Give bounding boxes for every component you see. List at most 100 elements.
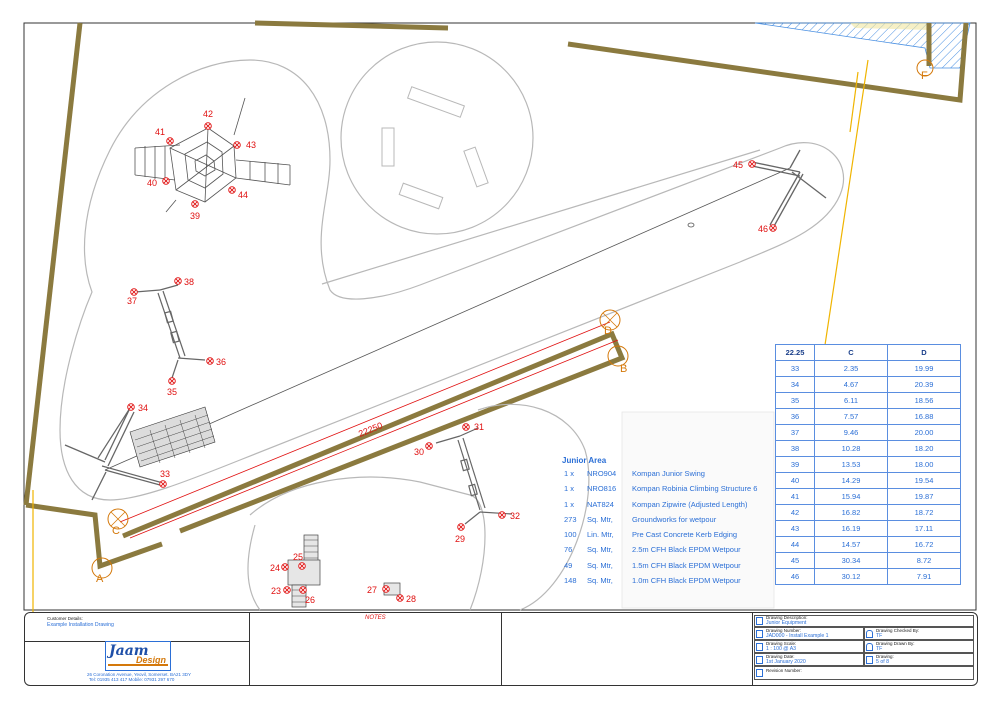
equipment-unit: NAT824 xyxy=(587,499,614,509)
desc-label: Drawing Description: xyxy=(766,615,808,620)
coordinate-table-header: 22.25 C D xyxy=(775,344,961,361)
point-label-31: 31 xyxy=(474,422,484,432)
divider-3 xyxy=(752,613,753,685)
drawing-frame xyxy=(23,22,977,611)
ref-label-F: F xyxy=(921,70,928,82)
point-label-26: 26 xyxy=(305,595,315,605)
distance-d-cell: 16.72 xyxy=(887,536,961,553)
point-ref-cell: 38 xyxy=(775,440,815,457)
sheet-icon xyxy=(866,656,873,664)
ref-label-D: D xyxy=(604,325,612,337)
checked-value: TF xyxy=(876,633,883,639)
drawn-label: Drawing Drawn By: xyxy=(876,641,915,646)
equipment-desc: 1.5m CFH Black EPDM Wetpour xyxy=(632,560,741,570)
document-icon xyxy=(756,617,763,625)
company-phone: Tel: 01935 413 417 Mobile: 07931 297 670 xyxy=(89,677,175,682)
distance-c-cell: 7.57 xyxy=(814,408,888,425)
point-label-34: 34 xyxy=(138,403,148,413)
equipment-desc: 2.5m CFH Black EPDM Wetpour xyxy=(632,545,741,555)
point-label-37: 37 xyxy=(127,296,137,306)
equipment-unit: Sq. Mtr, xyxy=(587,545,613,555)
hatched-area xyxy=(754,22,971,69)
distance-c-cell: 14.57 xyxy=(814,536,888,553)
sight-lines xyxy=(32,59,869,612)
point-ref-cell: 39 xyxy=(775,456,815,473)
zipwire-end-frame xyxy=(751,149,827,229)
point-label-35: 35 xyxy=(167,387,177,397)
equipment-desc: Groundworks for wetpour xyxy=(632,514,717,524)
point-label-43: 43 xyxy=(246,140,256,150)
header-d: D xyxy=(887,344,961,361)
customer-name: Example Installation Drawing xyxy=(47,622,114,628)
point-label-29: 29 xyxy=(455,534,465,544)
number-label: Drawing Number: xyxy=(766,628,802,633)
point-label-40: 40 xyxy=(147,178,157,188)
logo-main: Jaam xyxy=(109,643,149,659)
point-label-28: 28 xyxy=(406,594,416,604)
zipwire-platform xyxy=(129,406,216,468)
point-ref-cell: 33 xyxy=(775,360,815,377)
point-ref-cell: 42 xyxy=(775,504,815,521)
header-c: C xyxy=(814,344,888,361)
point-ref-cell: 41 xyxy=(775,488,815,505)
point-label-25: 25 xyxy=(293,552,303,562)
ref-circles xyxy=(91,59,934,579)
distance-d-cell: 20.39 xyxy=(887,376,961,393)
point-label-30: 30 xyxy=(414,447,424,457)
distance-c-cell: 15.94 xyxy=(814,488,888,505)
equipment-qty: 273 xyxy=(564,514,577,524)
desc-value: Junior Equipment xyxy=(766,620,807,626)
equipment-qty: 1 x xyxy=(564,469,575,478)
number-cell xyxy=(754,627,864,640)
equipment-unit: NRO816 xyxy=(587,484,617,494)
header-ref: 22.25 xyxy=(775,344,815,361)
distance-d-cell: 18.20 xyxy=(887,440,961,457)
point-ref-cell: 36 xyxy=(775,408,815,425)
equipment-unit: Lin. Mtr, xyxy=(587,530,614,540)
point-ref-cell: 34 xyxy=(775,376,815,393)
equipment-desc: Kompan Junior Swing xyxy=(632,469,705,478)
scale-value: 1 : 100 @ A3 xyxy=(766,646,797,652)
point-ref-cell: 43 xyxy=(775,520,815,537)
surface-area xyxy=(621,411,775,609)
desc-cell xyxy=(754,615,974,627)
point-label-36: 36 xyxy=(216,357,226,367)
date-label: Drawing Date: xyxy=(766,654,795,659)
revision-icon xyxy=(756,669,763,677)
equipment-qty: 76 xyxy=(564,545,573,555)
swing-frame xyxy=(134,284,206,379)
distance-d-cell: 19.87 xyxy=(887,488,961,505)
equipment-row: 76 Sq. Mtr, 2.5m CFH Black EPDM Wetpour xyxy=(562,545,792,560)
ref-label-A: A xyxy=(96,573,104,585)
revision-label: Revision Number: xyxy=(766,668,802,673)
point-label-42: 42 xyxy=(203,109,213,119)
swing-frame-2 xyxy=(435,427,513,525)
person-icon xyxy=(866,630,873,638)
ruler-icon xyxy=(756,643,763,651)
point-ref-cell: 45 xyxy=(775,552,815,569)
distance-c-cell: 30.12 xyxy=(814,568,888,585)
document-icon xyxy=(756,630,763,638)
equipment-qty: 1 x xyxy=(564,484,575,494)
equipment-title: Junior Area xyxy=(562,456,607,465)
point-label-33: 33 xyxy=(160,469,170,479)
sheet-label: Drawing: xyxy=(876,654,894,659)
distance-c-cell: 10.28 xyxy=(814,440,888,457)
number-value: JAD000 - Install Example 1 xyxy=(766,633,829,639)
point-label-27: 27 xyxy=(367,585,377,595)
distance-c-cell: 9.46 xyxy=(814,424,888,441)
